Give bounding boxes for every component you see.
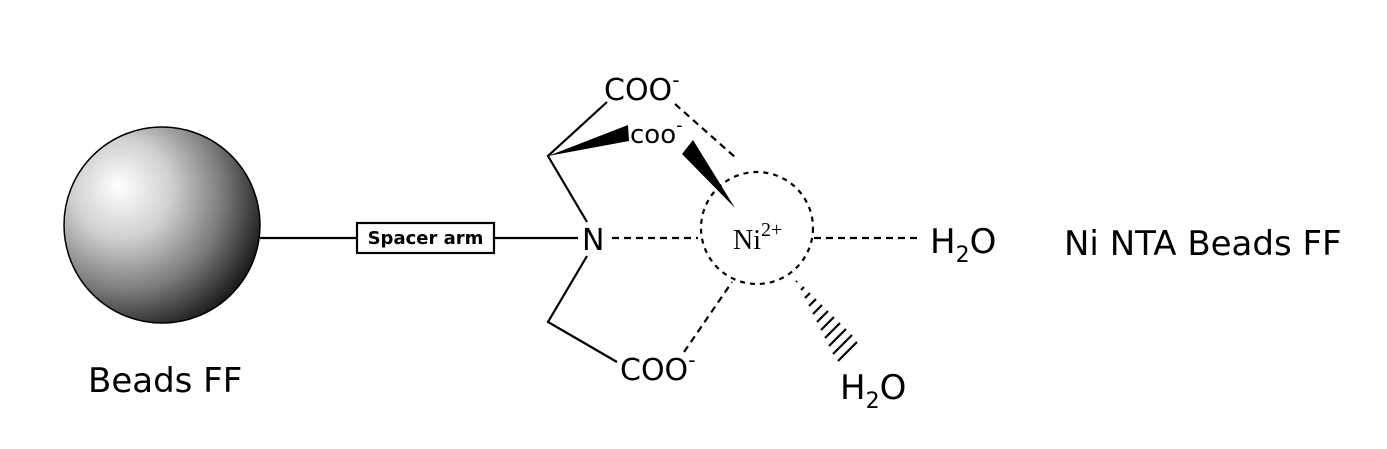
bead-sphere bbox=[63, 126, 261, 324]
bottom-carboxylate-nickel-coordination bbox=[683, 281, 733, 353]
nitrogen-lower-chain bbox=[546, 255, 618, 363]
top-carboxylate-nickel-coordination bbox=[674, 103, 737, 159]
nickel-ion: Ni2+ bbox=[733, 219, 782, 256]
wedge-to-mid-carboxylate bbox=[548, 125, 629, 156]
nickel-coordination-circle bbox=[699, 170, 815, 286]
water-bottom: H2O bbox=[840, 368, 906, 414]
diagram-title: Ni NTA Beads FF bbox=[1064, 224, 1342, 264]
carboxylate-middle: coo- bbox=[630, 115, 683, 150]
nitrogen-upper-chain bbox=[546, 101, 608, 223]
spacer-arm-label: Spacer arm bbox=[368, 228, 484, 249]
bead-label: Beads FF bbox=[88, 361, 242, 401]
mid-carboxylate-nickel-wedge bbox=[682, 140, 735, 208]
water-right: H2O bbox=[930, 222, 996, 268]
carboxylate-bottom: COO- bbox=[620, 348, 695, 388]
nitrogen-atom: N bbox=[582, 223, 604, 258]
nickel-water-bottom-hashed-wedge bbox=[795, 280, 858, 362]
carboxylate-top: COO- bbox=[604, 68, 679, 108]
